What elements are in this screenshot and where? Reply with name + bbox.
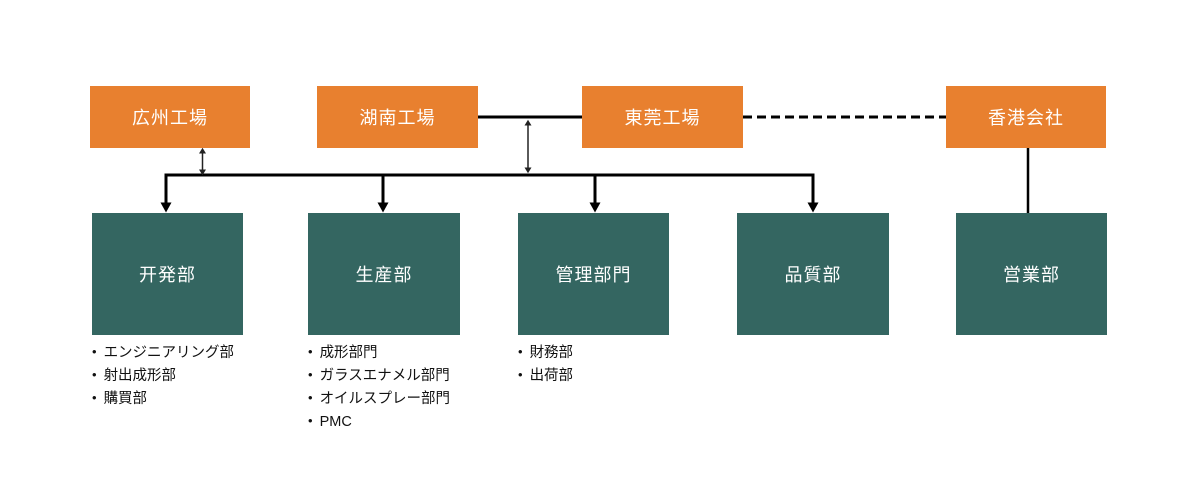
factory-box-dongguan: 東莞工場 — [582, 86, 743, 148]
department-box-production: 生産部 — [308, 213, 460, 335]
sublist-item: エンジニアリング部 — [92, 341, 235, 364]
factory-label: 東莞工場 — [624, 108, 701, 128]
bus-drop-prod — [377, 173, 389, 213]
sublist-development: エンジニアリング部 射出成形部 購買部 — [92, 341, 235, 410]
factory-label: 香港会社 — [988, 108, 1064, 128]
department-label: 品質部 — [784, 265, 842, 285]
department-label: 管理部門 — [555, 265, 632, 285]
sublist-administration: 財務部 出荷部 — [518, 341, 574, 387]
sublist-item: 射出成形部 — [92, 364, 234, 387]
department-label: 开発部 — [139, 265, 196, 285]
department-box-sales: 営業部 — [956, 213, 1107, 335]
sublist-item: オイルスプレー部門 — [308, 387, 451, 410]
double-arrow-link-bus — [524, 119, 532, 174]
factory-box-hunan: 湖南工場 — [317, 86, 478, 148]
factory-label: 湖南工場 — [359, 108, 436, 128]
sublist-item: 出荷部 — [518, 364, 574, 387]
factory-box-guangzhou: 広州工場 — [90, 86, 250, 148]
bus-drop-quality — [807, 173, 819, 213]
department-box-development: 开発部 — [92, 213, 243, 335]
department-box-quality: 品質部 — [737, 213, 889, 335]
factory-label: 広州工場 — [132, 108, 208, 128]
bus-drop-dev — [160, 173, 172, 213]
sublist-production: 成形部門 ガラスエナメル部門 オイルスプレー部門 PMC — [308, 341, 451, 433]
sublist-item: PMC — [308, 410, 450, 433]
sublist-item: 購買部 — [92, 387, 234, 410]
sublist-item: ガラスエナメル部門 — [308, 364, 450, 387]
double-arrow-guangzhou-bus — [199, 147, 206, 176]
bus-drop-admin — [589, 173, 601, 213]
department-label: 生産部 — [355, 265, 413, 285]
department-box-administration: 管理部門 — [518, 213, 669, 335]
factory-box-hongkong: 香港会社 — [946, 86, 1106, 148]
sublist-item: 成形部門 — [308, 341, 450, 364]
sublist-item: 財務部 — [518, 341, 574, 364]
department-label: 営業部 — [1003, 265, 1060, 285]
